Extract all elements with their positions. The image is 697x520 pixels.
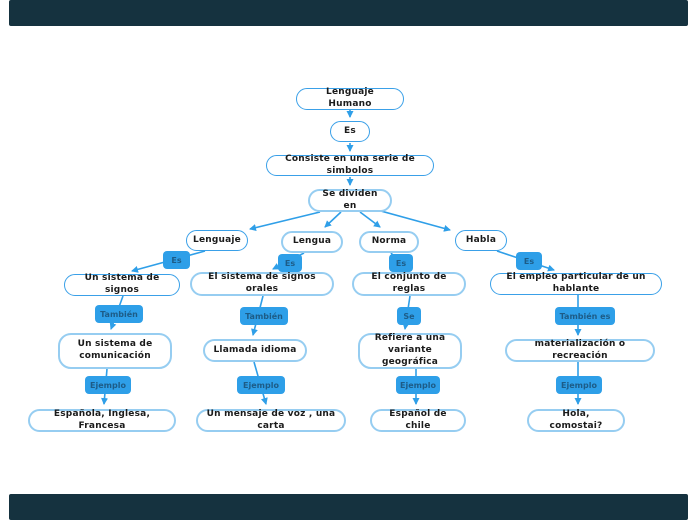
- connector-tambien-2[interactable]: También: [240, 307, 288, 325]
- topic-un-sistema-de-signos[interactable]: Un sistema de signos: [64, 273, 180, 296]
- connector-es-2[interactable]: Es: [278, 254, 302, 272]
- topic-root-connector[interactable]: Es: [330, 121, 370, 142]
- topic-definition[interactable]: Consiste en una serie de simbolos: [266, 154, 434, 176]
- connector-es-4[interactable]: Es: [516, 252, 542, 270]
- connector-ejemplo-2[interactable]: Ejemplo: [237, 376, 285, 394]
- connector-es-1[interactable]: Es: [163, 251, 190, 269]
- topic-example-espanola[interactable]: Española, Inglesa, Francesa: [28, 409, 176, 432]
- connector-ejemplo-3[interactable]: Ejemplo: [396, 376, 440, 394]
- bottom-window-bar: [9, 494, 688, 520]
- branch-title-habla[interactable]: Habla: [455, 230, 507, 251]
- topic-example-espanol-chile[interactable]: Español de chile: [370, 409, 466, 432]
- topic-empleo-particular-hablante[interactable]: El empleo particular de un hablante: [490, 272, 662, 295]
- connector-tambien-1[interactable]: También: [95, 305, 143, 323]
- connector-es-3[interactable]: Es: [389, 254, 413, 272]
- topic-refiere-variante-geografica[interactable]: Refiere a una variante geográfica: [358, 333, 462, 369]
- connector-tambien-es[interactable]: También es: [555, 307, 615, 325]
- topic-materializacion-recreacion[interactable]: materialización o recreación: [505, 339, 655, 362]
- connector-se[interactable]: Se: [397, 307, 421, 325]
- branch-title-norma[interactable]: Norma: [359, 231, 419, 253]
- branch-title-lenguaje[interactable]: Lenguaje: [186, 230, 248, 251]
- topic-root[interactable]: Lenguaje Humano: [296, 87, 404, 110]
- topic-un-sistema-de-comunicacion[interactable]: Un sistema de comunicación: [58, 333, 172, 369]
- top-window-bar: [9, 0, 688, 26]
- topic-example-mensaje-voz[interactable]: Un mensaje de voz , una carta: [196, 409, 346, 432]
- topic-sistema-signos-orales[interactable]: El sistema de signos orales: [190, 272, 334, 296]
- branch-title-lengua[interactable]: Lengua: [281, 231, 343, 253]
- topic-divider[interactable]: Se dividen en: [308, 189, 392, 212]
- topic-example-hola-comostai[interactable]: Hola, comostai?: [527, 409, 625, 432]
- connector-ejemplo-1[interactable]: Ejemplo: [85, 376, 131, 394]
- connector-ejemplo-4[interactable]: Ejemplo: [556, 376, 602, 394]
- topic-llamada-idioma[interactable]: Llamada idioma: [203, 339, 307, 362]
- topic-conjunto-de-reglas[interactable]: El conjunto de reglas: [352, 272, 466, 296]
